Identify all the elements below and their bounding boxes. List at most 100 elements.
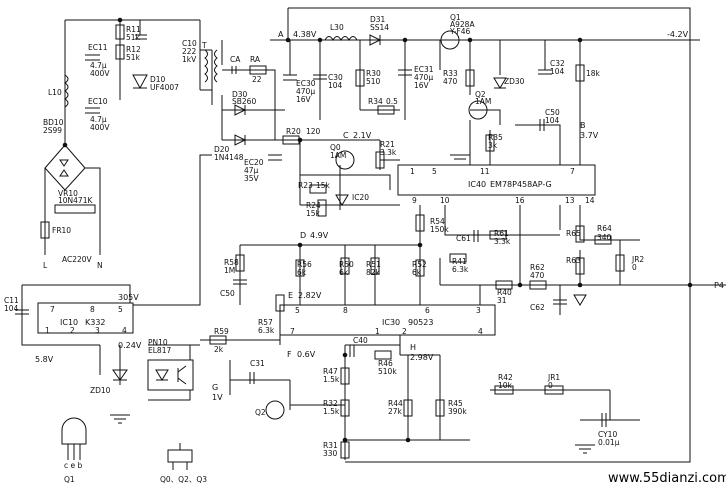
d30-ref: D30 xyxy=(232,90,248,99)
component-symbols xyxy=(15,24,625,470)
bd10-ref: BD10 xyxy=(43,118,64,127)
ic40-pin: 5 xyxy=(432,167,437,176)
r45-value: 390k xyxy=(448,407,467,416)
q2-part: 1AM xyxy=(475,97,491,106)
vr10-value: 10N471K xyxy=(58,196,93,205)
c11-value: 104 xyxy=(4,304,19,313)
r24-ref: R24 xyxy=(306,201,321,210)
ec10-voltage: 400V xyxy=(90,123,110,132)
pn10-ref: PN10 xyxy=(148,338,168,347)
ec11-value: 4.7μ xyxy=(90,61,107,70)
zd30-ref: ZD30 xyxy=(504,77,525,86)
node-a: A xyxy=(278,30,284,39)
r40-value: 31 xyxy=(497,296,507,305)
node-labels: -4.2V P4 A 4.38V B 3.7V C 2.1V D 4.9V E … xyxy=(35,30,724,402)
ec31-ref: EC31 xyxy=(414,65,434,74)
c30-ref: C30 xyxy=(328,73,343,82)
ra-ref: RA xyxy=(250,55,261,64)
ec31-voltage: 16V xyxy=(414,81,430,90)
ic20-label: IC20 xyxy=(352,193,369,202)
bd10-value: 2S99 xyxy=(43,126,62,135)
r11-value: 51k xyxy=(126,33,141,42)
ec11-voltage: 400V xyxy=(90,69,110,78)
ec20-voltage: 35V xyxy=(244,174,260,183)
r20-value: 120 xyxy=(306,127,321,136)
r31-ref: R31 xyxy=(323,441,338,450)
l30-ref: L30 xyxy=(330,23,344,32)
c50-value: 104 xyxy=(545,116,560,125)
node-c-voltage: 2.1V xyxy=(353,131,372,140)
cy10-ref: CY10 xyxy=(598,430,617,439)
c50-lower-ref: C50 xyxy=(220,289,235,298)
r56-value: 6k xyxy=(297,268,307,277)
d10-value: UF4007 xyxy=(150,83,179,92)
ic30-pin: 5 xyxy=(295,306,300,315)
ic40-pin: 7 xyxy=(570,167,575,176)
ic30-pin: 4 xyxy=(478,327,483,336)
r64-ref: R64 xyxy=(597,224,612,233)
ic10-pin: 1 xyxy=(45,326,50,335)
r42-value: 10k xyxy=(498,381,513,390)
r33-value: 470 xyxy=(443,77,458,86)
ec10-ref: EC10 xyxy=(88,97,108,106)
r59-ref: R59 xyxy=(214,327,229,336)
cy10-value: 0.01μ xyxy=(598,438,620,447)
r51-ref: R51 xyxy=(366,260,381,269)
r23-value: 15k xyxy=(316,181,331,190)
ec30-value: 470μ xyxy=(296,87,315,96)
c50-ref: C50 xyxy=(545,108,560,117)
c62-ref: C62 xyxy=(530,303,545,312)
r58-value: 1M xyxy=(224,266,235,275)
ec31-value: 470μ xyxy=(414,73,433,82)
r32-value: 1.5k xyxy=(323,407,340,416)
r46-ref: R46 xyxy=(378,359,393,368)
r24-value: 15k xyxy=(306,209,321,218)
r52-value: 6k xyxy=(412,268,422,277)
r30-ref: R30 xyxy=(366,69,381,78)
r11-ref: R11 xyxy=(126,25,141,34)
c10-voltage: 1kV xyxy=(182,55,197,64)
ec11-ref: EC11 xyxy=(88,43,108,52)
ic10-pin: 8 xyxy=(90,305,95,314)
fr10-ref: FR10 xyxy=(52,226,71,235)
r44-value: 27k xyxy=(388,407,403,416)
jr2-value: 0 xyxy=(632,263,637,272)
ic30-pin: 2 xyxy=(402,327,407,336)
ic40-pin: 10 xyxy=(440,196,450,205)
ic30-name: IC30 xyxy=(382,318,400,327)
optocoupler-body xyxy=(147,359,194,391)
ic30-pin: 3 xyxy=(476,306,481,315)
ic10-part: K332 xyxy=(85,318,106,327)
ic40-body xyxy=(397,164,596,196)
q1-part: A928A xyxy=(450,20,475,29)
pn10-part: EL817 xyxy=(148,346,171,355)
ic40-part: EM78P458AP-G xyxy=(490,180,552,189)
r41-value: 6.3k xyxy=(452,265,469,274)
d31-ref: D31 xyxy=(370,15,386,24)
ic10-pin: 2 xyxy=(70,326,75,335)
r23-ref: R23 xyxy=(298,181,313,190)
junction-dots xyxy=(62,17,693,443)
ec20-ref: EC20 xyxy=(244,158,264,167)
r57-ref: R57 xyxy=(258,318,273,327)
ic10-pin: 5 xyxy=(118,305,123,314)
r44-ref: R44 xyxy=(388,399,403,408)
c40-ref: C40 xyxy=(353,336,368,345)
ic30-pin: 1 xyxy=(375,327,380,336)
r54-ref: R54 xyxy=(430,217,445,226)
ic30-body xyxy=(279,304,496,336)
r-18k-value: 18k xyxy=(586,69,601,78)
r21-ref: R21 xyxy=(380,140,395,149)
ic40-pin: 14 xyxy=(585,196,595,205)
node-f-voltage: 0.6V xyxy=(297,350,316,359)
vr10-ref: VR10 xyxy=(58,189,78,198)
q2-ref: Q2 xyxy=(475,90,486,99)
r59-value: 2k xyxy=(214,345,224,354)
ic30-pin: 6 xyxy=(425,306,430,315)
ec30-ref: EC30 xyxy=(296,79,316,88)
r63-ref: R63 xyxy=(566,256,581,265)
ic40-pin: 1 xyxy=(410,167,415,176)
r50-value: 6k xyxy=(339,268,349,277)
r51-value: 82k xyxy=(366,268,381,277)
